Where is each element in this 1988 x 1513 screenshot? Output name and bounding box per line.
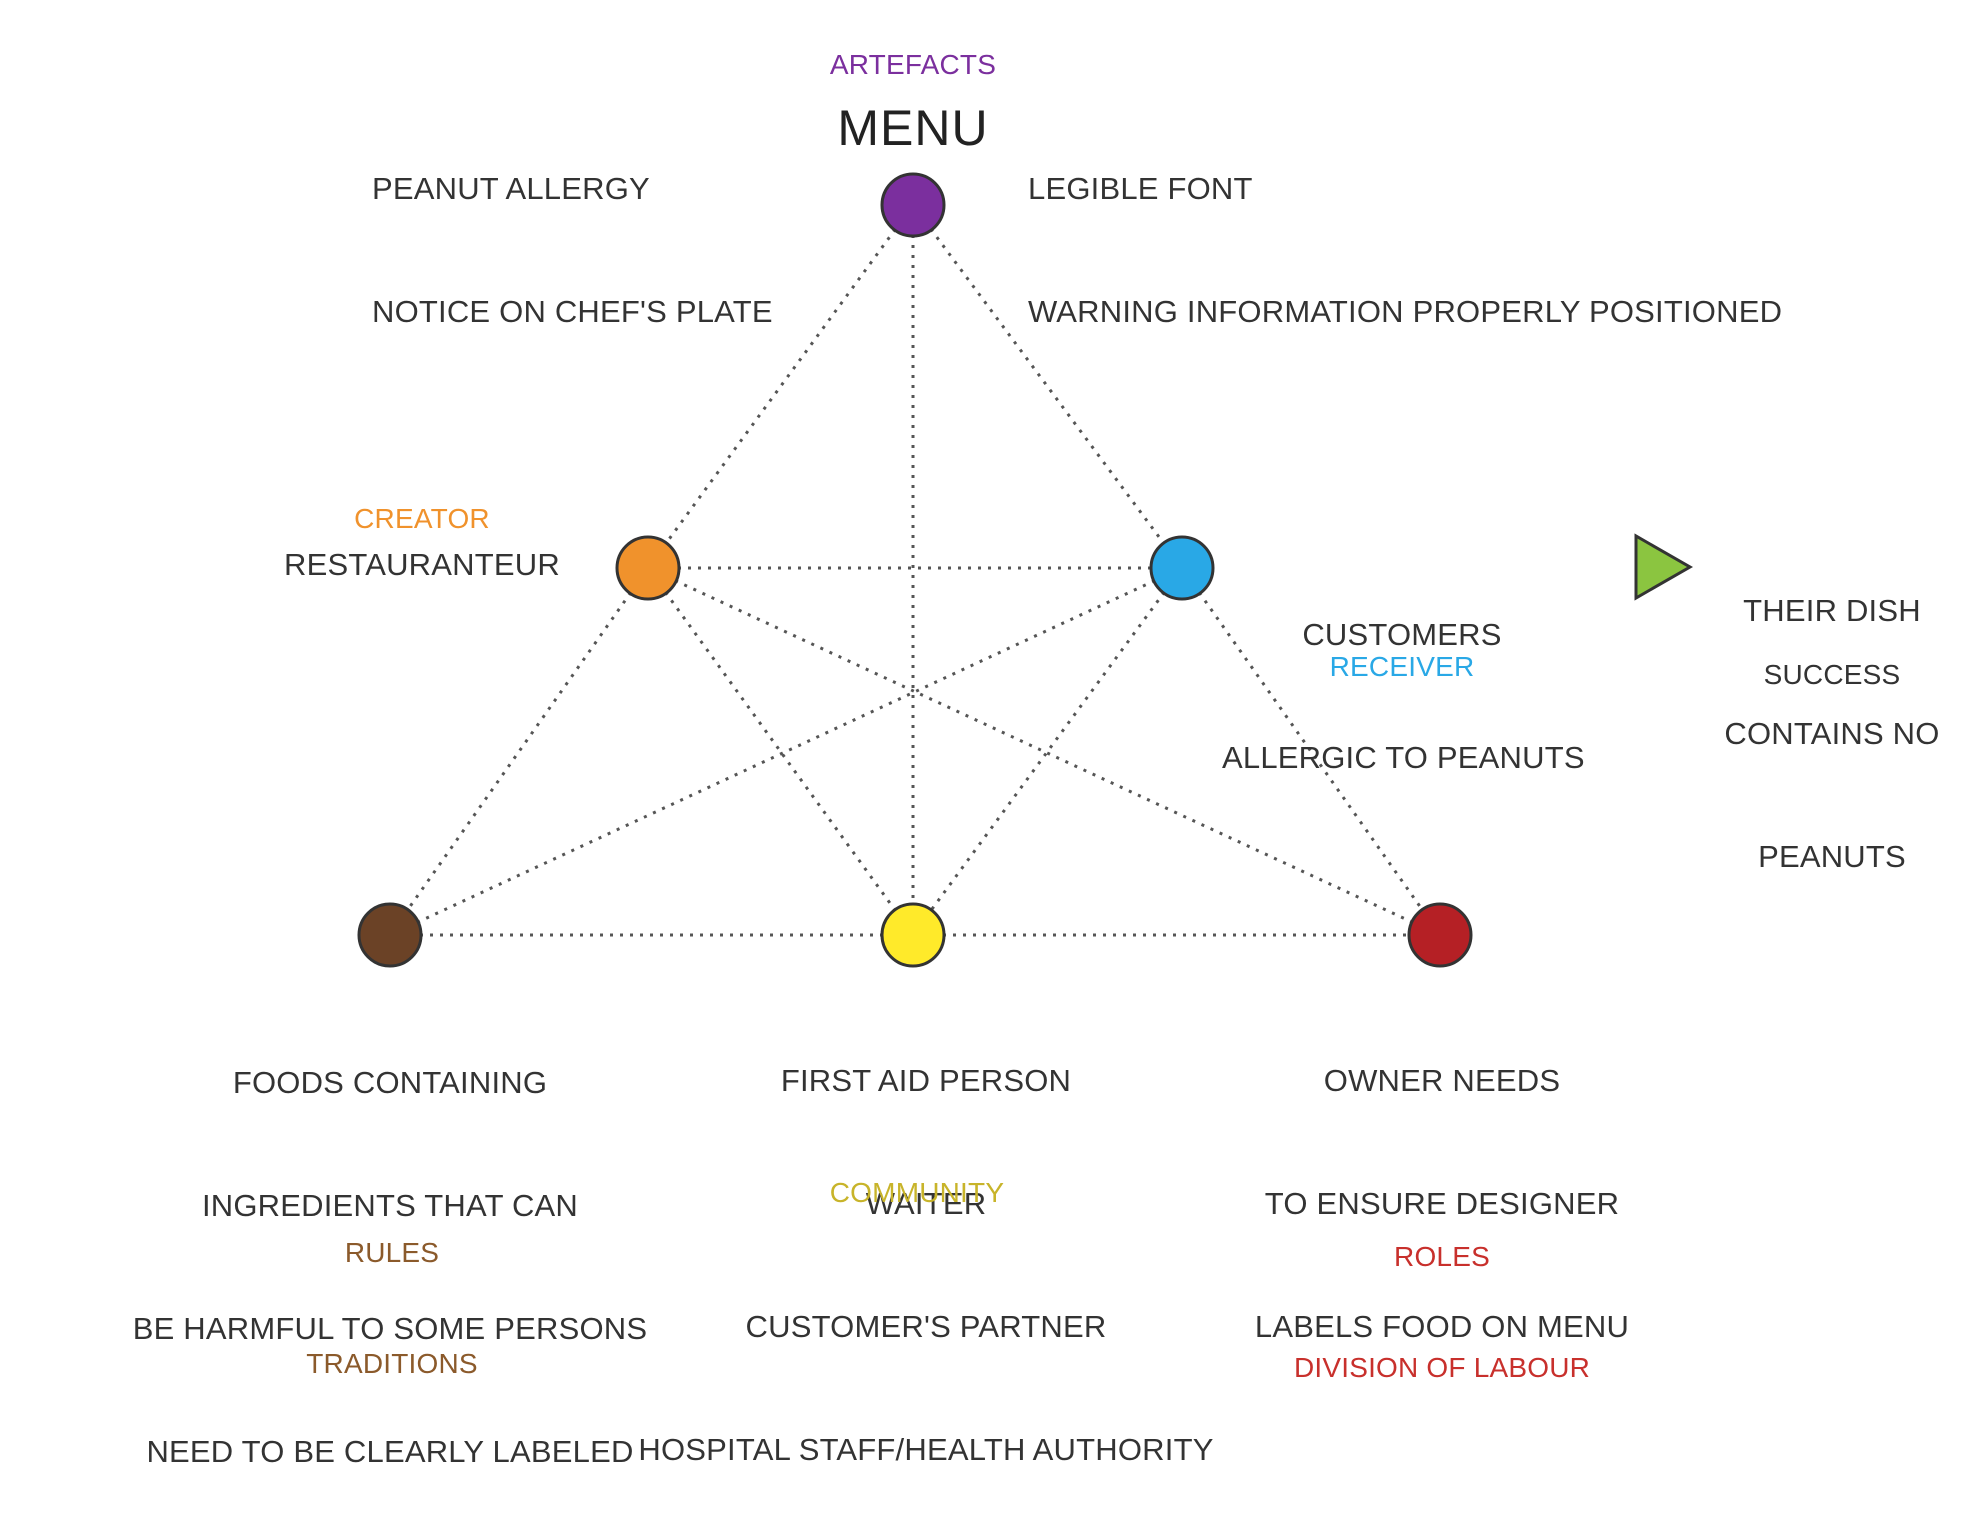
- node-roles: [1407, 902, 1473, 968]
- outcome-text-line: THEIR DISH: [1743, 593, 1921, 628]
- node-community: [880, 902, 946, 968]
- receiver-name-line: CUSTOMERS: [1302, 617, 1502, 652]
- community-description: FIRST AID PERSON WAITER CUSTOMER'S PARTN…: [636, 978, 1216, 1511]
- line-customers-rules: [389, 566, 1183, 937]
- community-description-line: WAITER: [865, 1186, 987, 1221]
- outcome-text-line: PEANUTS: [1758, 839, 1906, 874]
- line-customers-community: [911, 567, 1184, 936]
- receiver-name: CUSTOMERS ALLERGIC TO PEANUTS: [1222, 532, 1585, 819]
- nodes: [357, 172, 1473, 968]
- receiver-name-line: ALLERGIC TO PEANUTS: [1222, 740, 1585, 775]
- node-creator: [615, 535, 681, 601]
- node-receiver: [1149, 535, 1215, 601]
- community-category-label: COMMUNITY: [829, 1177, 1005, 1208]
- outcome-text: THEIR DISH CONTAINS NO PEANUTS: [1702, 508, 1962, 918]
- node-rules: [357, 902, 423, 968]
- outcome-text-line: CONTAINS NO: [1724, 716, 1940, 751]
- community-description-line: CUSTOMER'S PARTNER: [745, 1309, 1107, 1344]
- community-description-line: HOSPITAL STAFF/HEALTH AUTHORITY: [638, 1432, 1214, 1467]
- artefacts-name: MENU: [837, 100, 989, 156]
- artefact-note-right: LEGIBLE FONT WARNING INFORMATION PROPERL…: [1028, 86, 1782, 373]
- artefact-note-left-line: PEANUT ALLERGY: [372, 171, 650, 206]
- roles-category-line: ROLES: [1394, 1241, 1490, 1272]
- creator-category-label: CREATOR: [354, 503, 490, 534]
- receiver-category-label: RECEIVER: [1329, 651, 1475, 682]
- activity-diagram: [357, 172, 1694, 968]
- artefact-note-left: PEANUT ALLERGY NOTICE ON CHEF'S PLATE: [372, 86, 773, 373]
- line-restauranteur-rules: [388, 567, 650, 936]
- rules-category-line: TRADITIONS: [306, 1348, 478, 1379]
- artefacts-category-label: ARTEFACTS: [829, 49, 997, 80]
- artefact-note-right-line: WARNING INFORMATION PROPERLY POSITIONED: [1028, 294, 1783, 329]
- roles-description-line: OWNER NEEDS: [1323, 1063, 1561, 1098]
- roles-category-line: DIVISION OF LABOUR: [1293, 1352, 1591, 1383]
- rules-category-label: RULES TRADITIONS: [292, 1160, 492, 1419]
- roles-category-label: ROLES DIVISION OF LABOUR: [1282, 1164, 1602, 1423]
- creator-name: RESTAURANTEUR: [284, 547, 560, 582]
- outcome-result: SUCCESS: [1763, 659, 1901, 690]
- line-restauranteur-community: [646, 567, 915, 936]
- rules-category-line: RULES: [344, 1237, 440, 1268]
- rules-description-line: INGREDIENTS THAT CAN: [201, 1188, 579, 1223]
- artefact-note-right-line: LEGIBLE FONT: [1028, 171, 1253, 206]
- rules-description-line: NEED TO BE CLEARLY LABELED: [146, 1434, 634, 1469]
- connector-lines: [388, 204, 1442, 937]
- artefact-note-left-line: NOTICE ON CHEF'S PLATE: [372, 294, 773, 329]
- community-description-line: FIRST AID PERSON: [780, 1063, 1072, 1098]
- roles-description-line: TO ENSURE DESIGNER: [1264, 1186, 1620, 1221]
- node-artefacts: [880, 172, 946, 238]
- rules-description-line: FOODS CONTAINING: [232, 1065, 548, 1100]
- triangle-right-icon: [1634, 533, 1694, 601]
